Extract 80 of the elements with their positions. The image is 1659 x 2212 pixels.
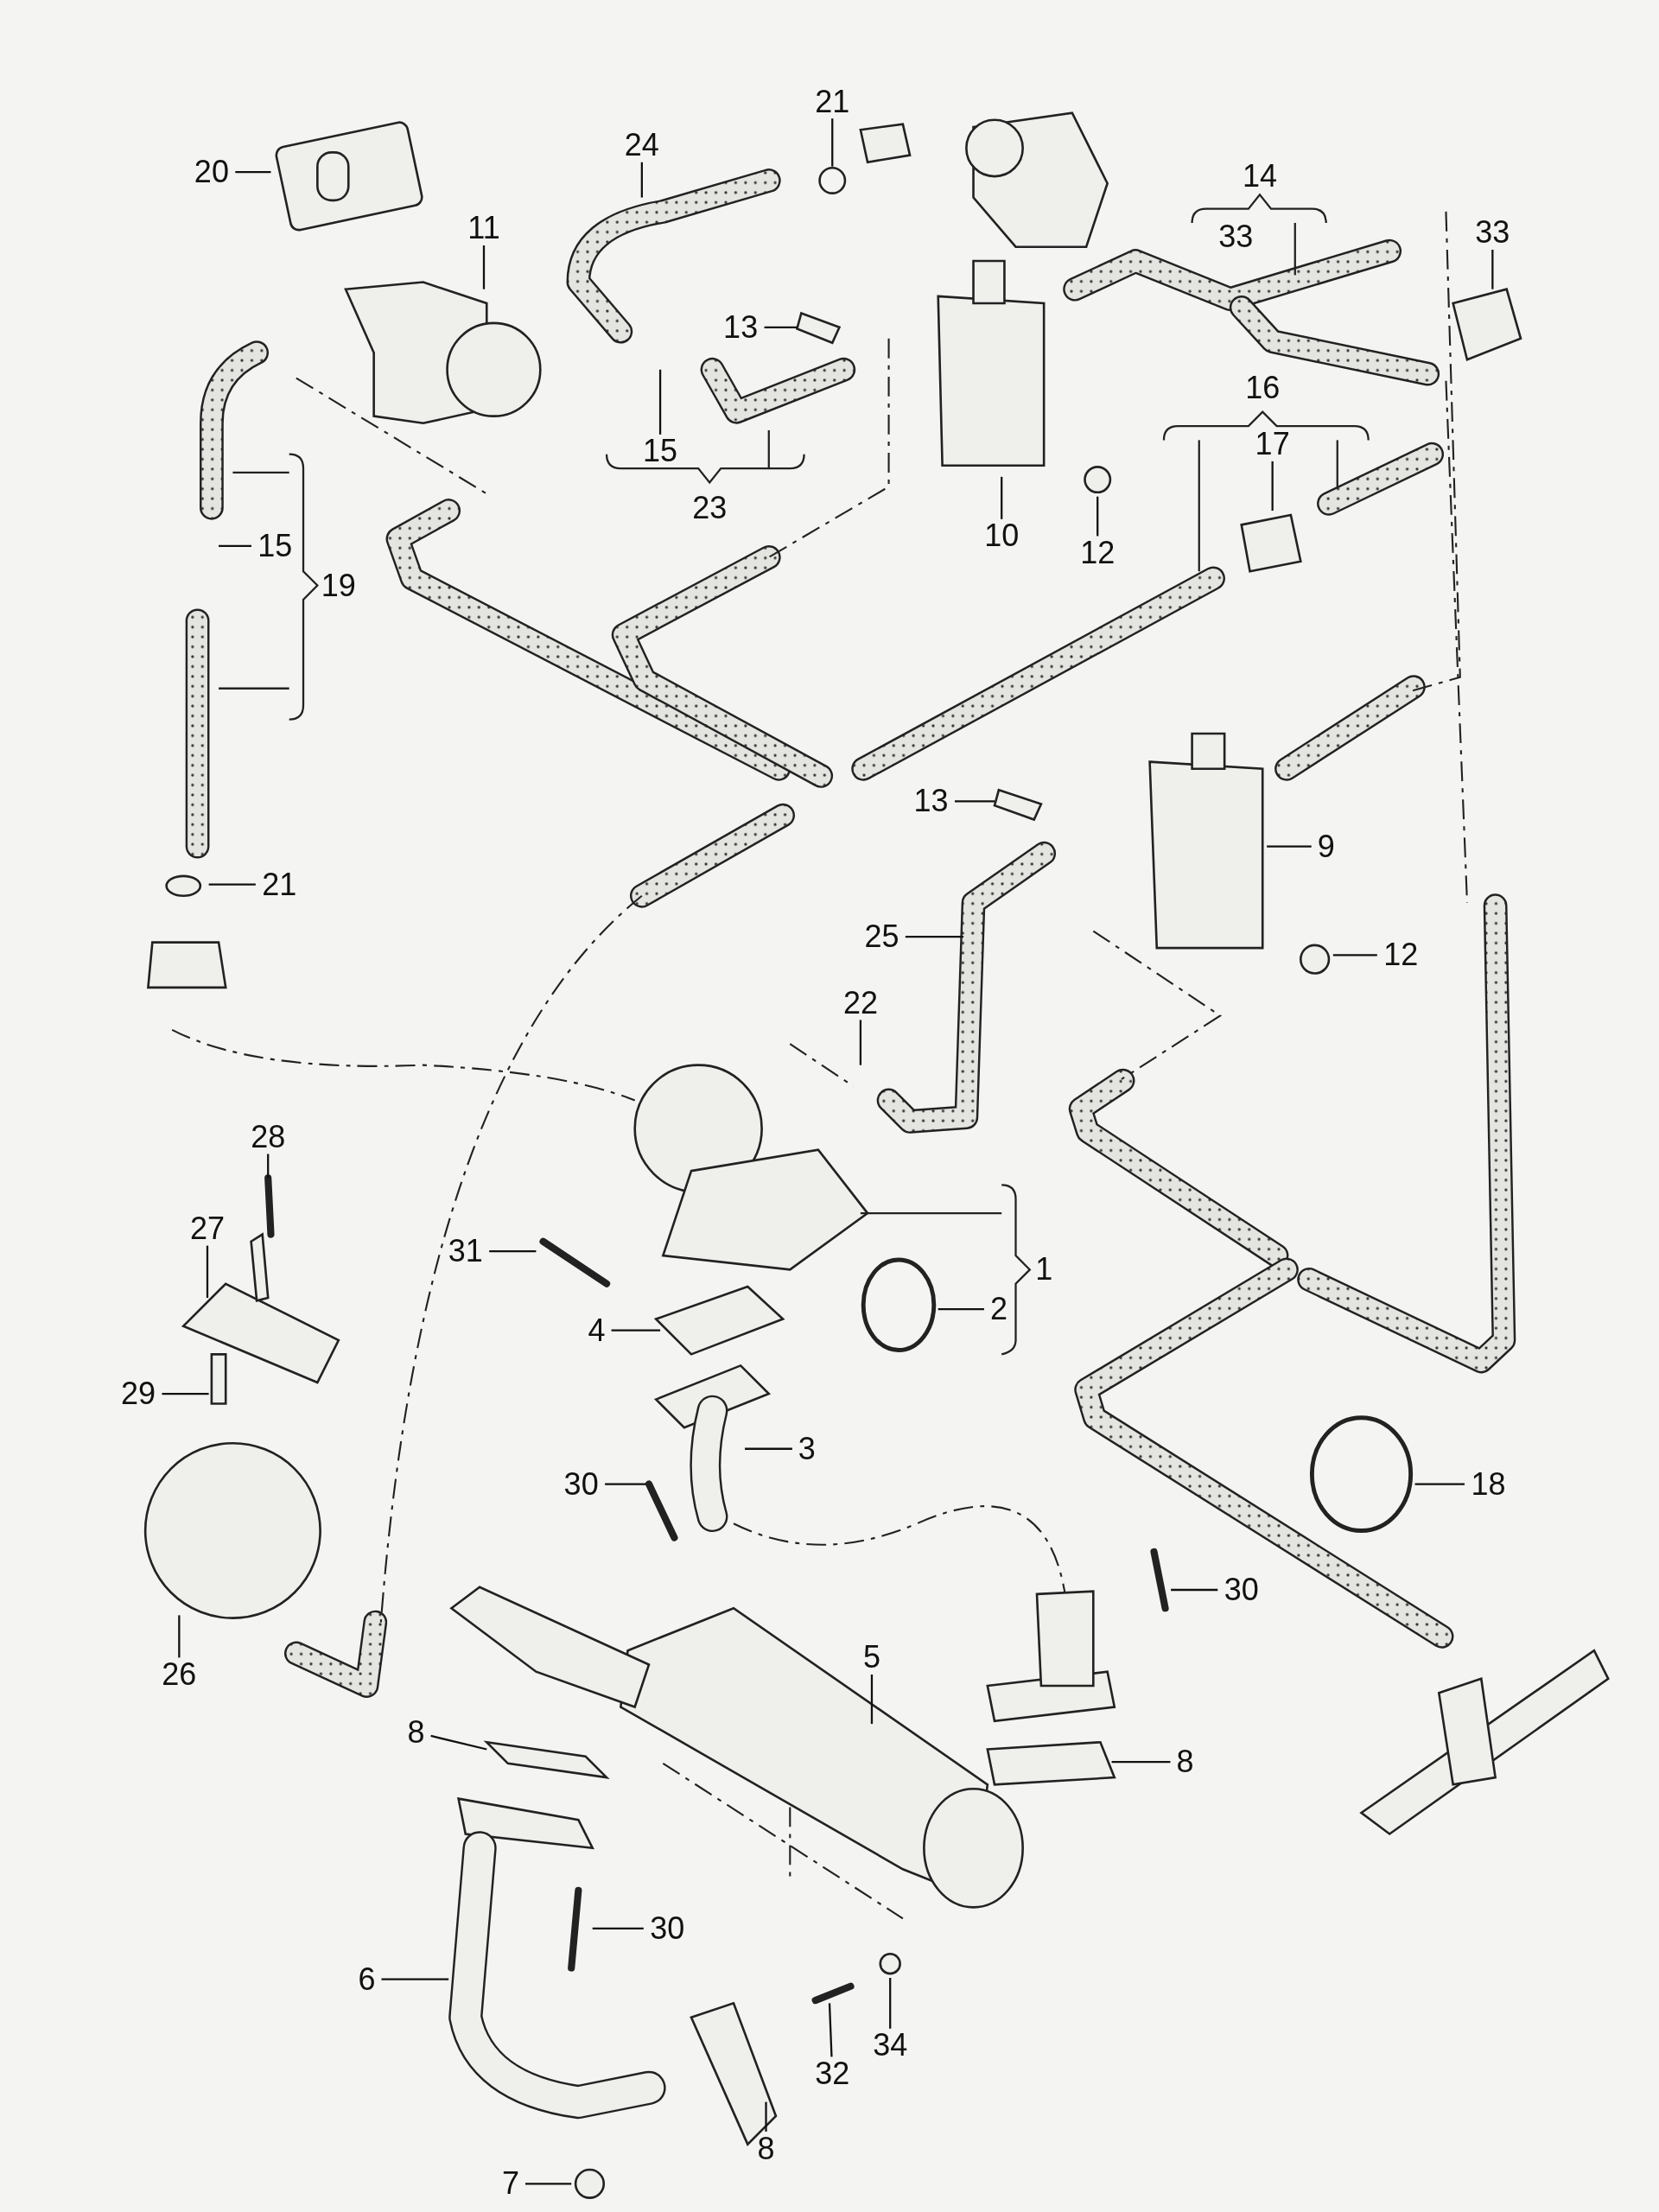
leader-line — [905, 935, 964, 938]
leader-line — [765, 2101, 767, 2132]
leader-line — [1491, 250, 1494, 289]
callout-number: 17 — [1253, 428, 1292, 461]
callout-number: 14 — [1241, 160, 1278, 194]
callout-number: 34 — [871, 2029, 910, 2063]
leader-line — [162, 1392, 209, 1395]
callout-number: 16 — [1244, 371, 1281, 404]
leader-line — [1414, 1483, 1465, 1485]
callout-number: 21 — [260, 868, 299, 901]
leader-line — [267, 1154, 270, 1179]
callout-number: 22 — [841, 986, 880, 1020]
callout-number: 30 — [648, 1911, 687, 1945]
callout-number: 33 — [1217, 220, 1255, 254]
leader-line — [1001, 476, 1003, 519]
callout-number: 9 — [1315, 830, 1337, 863]
leader-line — [381, 1978, 449, 1980]
leader-line — [208, 883, 256, 886]
leader-line — [489, 1250, 537, 1253]
leader-line — [178, 1615, 181, 1658]
leader-line — [611, 1329, 661, 1332]
leader-line — [206, 1245, 209, 1299]
leader-line — [658, 369, 662, 435]
callout-number: 30 — [562, 1467, 601, 1501]
callout-number: 15 — [256, 529, 295, 563]
callout-number: 1 — [1034, 1253, 1054, 1287]
leader-line — [1271, 461, 1274, 511]
callout-number: 23 — [691, 491, 728, 524]
callout-number: 4 — [586, 1313, 607, 1347]
leader-line — [605, 1483, 646, 1485]
leader-line — [640, 162, 643, 198]
leader-line — [764, 326, 798, 328]
callout-number: 24 — [622, 129, 661, 162]
leader-line — [938, 1307, 984, 1311]
callout-number: 12 — [1382, 938, 1421, 972]
callout-number: 33 — [1473, 216, 1512, 250]
leader-line — [482, 245, 486, 289]
callout-number: 29 — [119, 1377, 157, 1411]
callout-number: 3 — [796, 1432, 817, 1465]
callout-number: 7 — [500, 2167, 522, 2201]
leader-line — [870, 1674, 874, 1725]
leader-line — [1111, 1761, 1171, 1764]
callout-number: 12 — [1078, 537, 1117, 569]
leader-line — [219, 544, 251, 547]
callout-number: 11 — [466, 212, 502, 245]
callout-number: 5 — [861, 1641, 882, 1675]
leader-line — [592, 1927, 644, 1929]
leader-line — [859, 1020, 862, 1065]
callout-number: 31 — [446, 1235, 485, 1268]
leader-line — [1171, 1588, 1218, 1592]
leader-line — [1096, 496, 1099, 537]
callout-number: 27 — [188, 1212, 226, 1246]
leader-line — [745, 1447, 792, 1450]
callout-number: 32 — [813, 2057, 852, 2090]
callout-number: 25 — [862, 920, 901, 954]
callout-number: 2 — [988, 1293, 1009, 1326]
leader-line — [831, 118, 834, 167]
leader-line — [525, 2183, 572, 2185]
callout-number: 13 — [721, 310, 760, 344]
leader-line — [430, 1734, 487, 1751]
callout-number: 8 — [405, 1715, 427, 1749]
callout-number: 30 — [1222, 1573, 1261, 1606]
callout-number: 26 — [160, 1657, 199, 1691]
callout-number: 28 — [249, 1120, 288, 1154]
callout-number: 13 — [912, 785, 950, 818]
leader-line — [235, 171, 271, 174]
callout-number: 19 — [320, 569, 357, 602]
leader-line — [1267, 845, 1312, 848]
callout-number: 8 — [1174, 1745, 1196, 1779]
callout-number: 6 — [356, 1962, 378, 1996]
leader-line — [955, 800, 995, 803]
leader-line — [1332, 954, 1377, 957]
leader-line — [828, 2003, 833, 2057]
callout-number: 8 — [755, 2132, 777, 2165]
callout-number: 20 — [192, 156, 231, 189]
callout-number: 21 — [813, 85, 852, 118]
callout-number: 10 — [982, 519, 1021, 553]
leader-line — [889, 1978, 892, 2029]
callout-number: 18 — [1469, 1467, 1508, 1501]
callout-number: 15 — [641, 435, 680, 468]
